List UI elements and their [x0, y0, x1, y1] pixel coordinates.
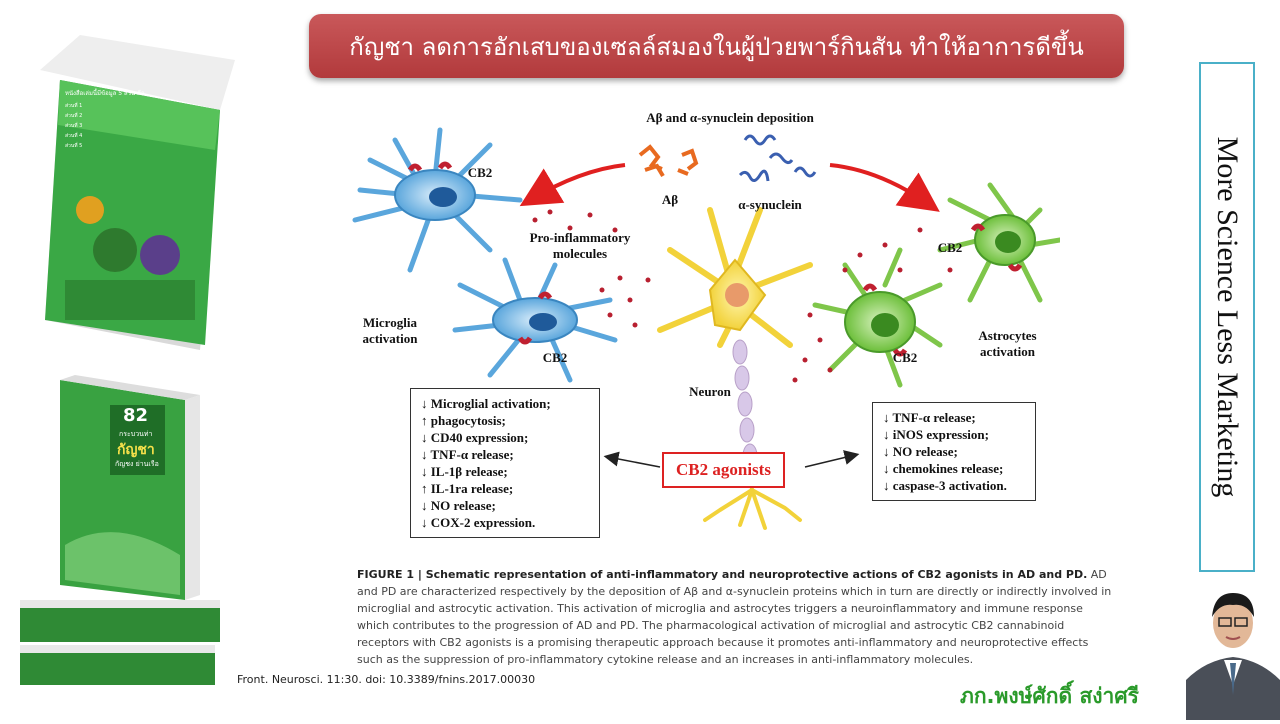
book-tagline: กัญชง ย่านเรือ	[115, 460, 159, 468]
author-name: ภก.พงษ์ศักดิ์ สง่าศรี	[960, 684, 1139, 708]
microglia-cell-bottom	[452, 257, 618, 383]
alpha-synuclein-icon	[738, 134, 817, 182]
microglia-activation-label: Microglia activation	[362, 315, 418, 347]
effect-item: ↓ IL-1β release;	[421, 464, 508, 479]
book-top-line: ส่วนที่ 4	[65, 133, 83, 139]
book-top-line: ส่วนที่ 5	[65, 143, 83, 149]
pro-inflammatory-label: Pro-inflammatory molecules	[529, 230, 631, 262]
arrow-agonist-left	[603, 451, 661, 468]
effect-item: ↓ COX-2 expression.	[421, 515, 536, 530]
slogan-box: More Science Less Marketing	[1199, 62, 1255, 572]
effect-item: ↓ chemokines release;	[883, 461, 1004, 476]
book-top-line: ส่วนที่ 3	[65, 123, 83, 129]
effect-item: ↓ NO release;	[883, 444, 958, 459]
cb2-label-astrocyte-bottom: CB2	[892, 350, 918, 365]
book-stack-image: 82 กระบวนท่า กัญชา กัญชง ย่านเรือ	[15, 375, 230, 695]
effect-item: ↓ NO release;	[421, 498, 496, 513]
microglia-effects-box: ↓ Microglial activation; ↑ phagocytosis;…	[410, 388, 600, 538]
astrocytes-activation-label: Astrocytes activation	[978, 328, 1037, 360]
book-name: กัญชา	[117, 442, 155, 458]
cb2-agonists-label: CB2 agonists	[676, 460, 771, 479]
effect-item: ↓ Microglial activation;	[421, 396, 551, 411]
arrow-agonist-right	[804, 450, 860, 468]
microglia-cell-top	[352, 127, 523, 273]
cb2-label-astrocyte-top: CB2	[937, 240, 963, 255]
book-subtitle: กระบวนท่า	[119, 430, 153, 438]
neuron-label: Neuron	[689, 384, 731, 399]
astrocyte-cell-top	[937, 182, 1060, 303]
cb2-diagram: Aβ and α-synuclein deposition Aβ α-synuc…	[340, 100, 1060, 550]
book-top-line: ส่วนที่ 1	[65, 103, 83, 109]
page-title: กัญชา ลดการอักเสบของเซลล์สมองในผู้ป่วยพา…	[349, 32, 1084, 61]
citation: Front. Neurosci. 11:30. doi: 10.3389/fni…	[237, 673, 536, 686]
book-top-image: หนังสือเล่มนี้มีข้อมูล 5 ส่วน คือ ส่วนที…	[20, 20, 240, 350]
deposition-label: Aβ and α-synuclein deposition	[646, 110, 814, 125]
author-portrait	[1186, 585, 1280, 720]
title-banner: กัญชา ลดการอักเสบของเซลล์สมองในผู้ป่วยพา…	[309, 14, 1124, 78]
book-number: 82	[123, 405, 149, 426]
cb2-agonists-box: CB2 agonists	[662, 452, 785, 488]
arrow-to-microglia	[519, 163, 626, 207]
abeta-label: Aβ	[661, 192, 679, 207]
book-top-line: ส่วนที่ 2	[65, 113, 83, 119]
astrocyte-effects-box: ↓ TNF-α release; ↓ iNOS expression; ↓ NO…	[872, 402, 1036, 501]
effect-item: ↓ CD40 expression;	[421, 430, 529, 445]
slogan-text: More Science Less Marketing	[1211, 136, 1244, 498]
astrocyte-cell-bottom	[812, 247, 943, 388]
figure-caption: FIGURE 1 | Schematic representation of a…	[357, 566, 1117, 668]
arrow-to-astrocytes	[829, 163, 940, 212]
cb2-label-microglia-bottom: CB2	[542, 350, 568, 365]
effect-item: ↓ iNOS expression;	[883, 427, 989, 442]
effect-item: ↓ TNF-α release;	[421, 447, 514, 462]
effect-item: ↑ phagocytosis;	[421, 413, 506, 428]
abeta-aggregate-icon	[638, 144, 699, 178]
caption-bold: FIGURE 1 | Schematic representation of a…	[357, 568, 1088, 581]
book-top-heading: หนังสือเล่มนี้มีข้อมูล 5 ส่วน คือ	[65, 90, 145, 97]
effect-item: ↑ IL-1ra release;	[421, 481, 514, 496]
pro-inflammatory-dots	[532, 209, 953, 383]
neuron-cell	[657, 207, 813, 530]
alpha-synuclein-label: α-synuclein	[738, 197, 802, 212]
effect-item: ↓ TNF-α release;	[883, 410, 976, 425]
effect-item: ↓ caspase-3 activation.	[883, 478, 1007, 493]
caption-text: AD and PD are characterized respectively…	[357, 568, 1112, 666]
cb2-label-microglia-top: CB2	[467, 165, 493, 180]
